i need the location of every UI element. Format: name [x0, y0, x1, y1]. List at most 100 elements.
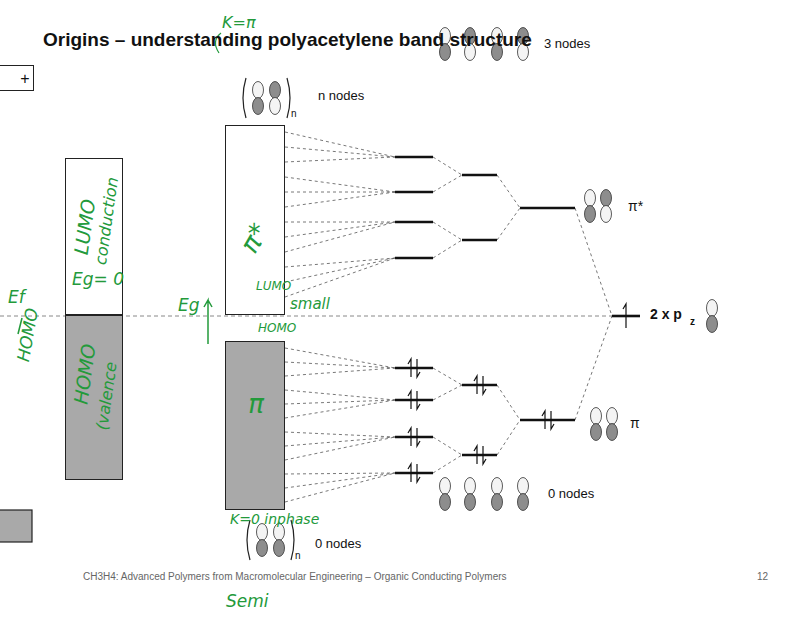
correlation-line	[285, 473, 395, 488]
energy-level	[462, 454, 497, 457]
handwritten-note: K=π	[222, 14, 256, 32]
correlation-line	[285, 157, 395, 162]
p-orbital-lobe	[270, 98, 281, 115]
energy-level	[395, 257, 433, 260]
handwritten-note: Ef	[8, 288, 25, 307]
slide-title: Origins – understanding polyacetylene ba…	[43, 30, 532, 51]
correlation-line	[285, 473, 395, 502]
orbital-label: z	[690, 316, 695, 327]
energy-level	[520, 419, 575, 422]
correlation-line	[433, 240, 462, 258]
correlation-line	[497, 420, 520, 455]
correlation-line	[285, 222, 395, 252]
correlation-line	[575, 316, 612, 420]
correlation-line	[285, 473, 395, 474]
p-orbital-lobe	[607, 408, 618, 425]
handwritten-note: small	[290, 296, 330, 313]
electron-pair	[474, 376, 486, 394]
correlation-line	[285, 400, 395, 418]
p-orbital-lobe	[707, 300, 718, 317]
p-orbital-lobe	[253, 98, 264, 115]
orbital-label: n	[291, 108, 297, 119]
correlation-line	[497, 208, 520, 240]
correlation-line	[285, 258, 395, 267]
correlation-line	[285, 177, 395, 192]
handwritten-note: K=0 inphase	[230, 512, 319, 527]
handwritten-note: Semi	[226, 592, 269, 611]
correlation-line	[285, 362, 395, 368]
correlation-line	[285, 437, 395, 446]
p-orbital-lobe	[270, 82, 281, 99]
p-orbital-lobe	[465, 478, 476, 495]
illustration	[0, 28, 718, 561]
p-orbital-lobe	[492, 494, 503, 511]
electron-pair	[408, 391, 420, 409]
repeat-bracket	[243, 78, 246, 118]
correlation-line	[575, 208, 612, 316]
electron-pair	[408, 464, 420, 482]
energy-level	[462, 384, 497, 387]
correlation-line	[285, 192, 395, 207]
energy-level	[395, 221, 433, 224]
p-orbital-lobe	[492, 478, 503, 495]
electron-pair	[408, 359, 420, 377]
p-orbital-lobe	[274, 540, 285, 557]
p-orbital-lobe	[591, 424, 602, 441]
repeat-bracket	[287, 78, 290, 118]
electron-pair	[408, 428, 420, 446]
correlation-line	[433, 175, 462, 192]
correlation-line	[285, 390, 395, 400]
correlation-line	[433, 368, 462, 385]
correlation-line	[285, 222, 395, 223]
energy-level	[395, 156, 433, 159]
energy-level	[395, 367, 433, 370]
footer-text: CH3H4: Advanced Polymers from Macromolec…	[83, 571, 507, 582]
p-orbital-lobe	[607, 424, 618, 441]
energy-band: HOMO(valence	[65, 315, 123, 480]
correlation-line	[433, 222, 462, 240]
orbital-label: π*	[628, 199, 643, 214]
orbital-label: π	[630, 416, 640, 431]
orbital-label: n	[295, 550, 301, 561]
partial-band	[0, 510, 32, 542]
footer-text: 12	[757, 571, 768, 582]
p-orbital-lobe	[601, 190, 612, 207]
orbital-label: n nodes	[318, 89, 364, 103]
band-annotation: conduction	[93, 176, 121, 266]
correlation-line	[433, 385, 462, 400]
band-annotation: π*	[236, 219, 273, 257]
correlation-line	[285, 192, 395, 193]
correlation-line	[285, 432, 395, 437]
correlation-line	[285, 258, 395, 297]
p-orbital-lobe	[585, 206, 596, 223]
energy-level	[395, 191, 433, 194]
p-orbital-lobe	[518, 494, 529, 511]
correlation-line	[433, 437, 462, 455]
p-orbital-lobe	[601, 206, 612, 223]
orbital-label: 0 nodes	[548, 487, 594, 501]
p-orbital-lobe	[518, 478, 529, 495]
energy-level	[520, 207, 575, 210]
energy-level	[395, 472, 433, 475]
band-annotation: HOMO	[71, 343, 98, 406]
p-orbital-lobe	[707, 316, 718, 333]
energy-level	[395, 436, 433, 439]
correlation-line	[433, 455, 462, 473]
band-annotation: +	[20, 71, 29, 87]
band-annotation: π	[248, 391, 264, 417]
orbital-label: 2 x p	[650, 307, 682, 322]
handwritten-note: HOMO	[14, 307, 42, 364]
correlation-line	[497, 385, 520, 420]
handwritten-note: Eg= 0	[72, 270, 124, 289]
energy-band: LUMOconduction	[65, 158, 123, 315]
p-orbital-lobe	[591, 408, 602, 425]
band-annotation: (valence	[94, 361, 119, 431]
electron	[623, 304, 626, 328]
electron-pair	[542, 411, 554, 429]
p-orbital-lobe	[257, 540, 268, 557]
energy-band: π	[225, 341, 285, 510]
handwritten-note: Eg	[178, 296, 200, 315]
electron-pair	[474, 446, 486, 464]
p-orbital-lobe	[440, 478, 451, 495]
p-orbital-lobe	[585, 190, 596, 207]
